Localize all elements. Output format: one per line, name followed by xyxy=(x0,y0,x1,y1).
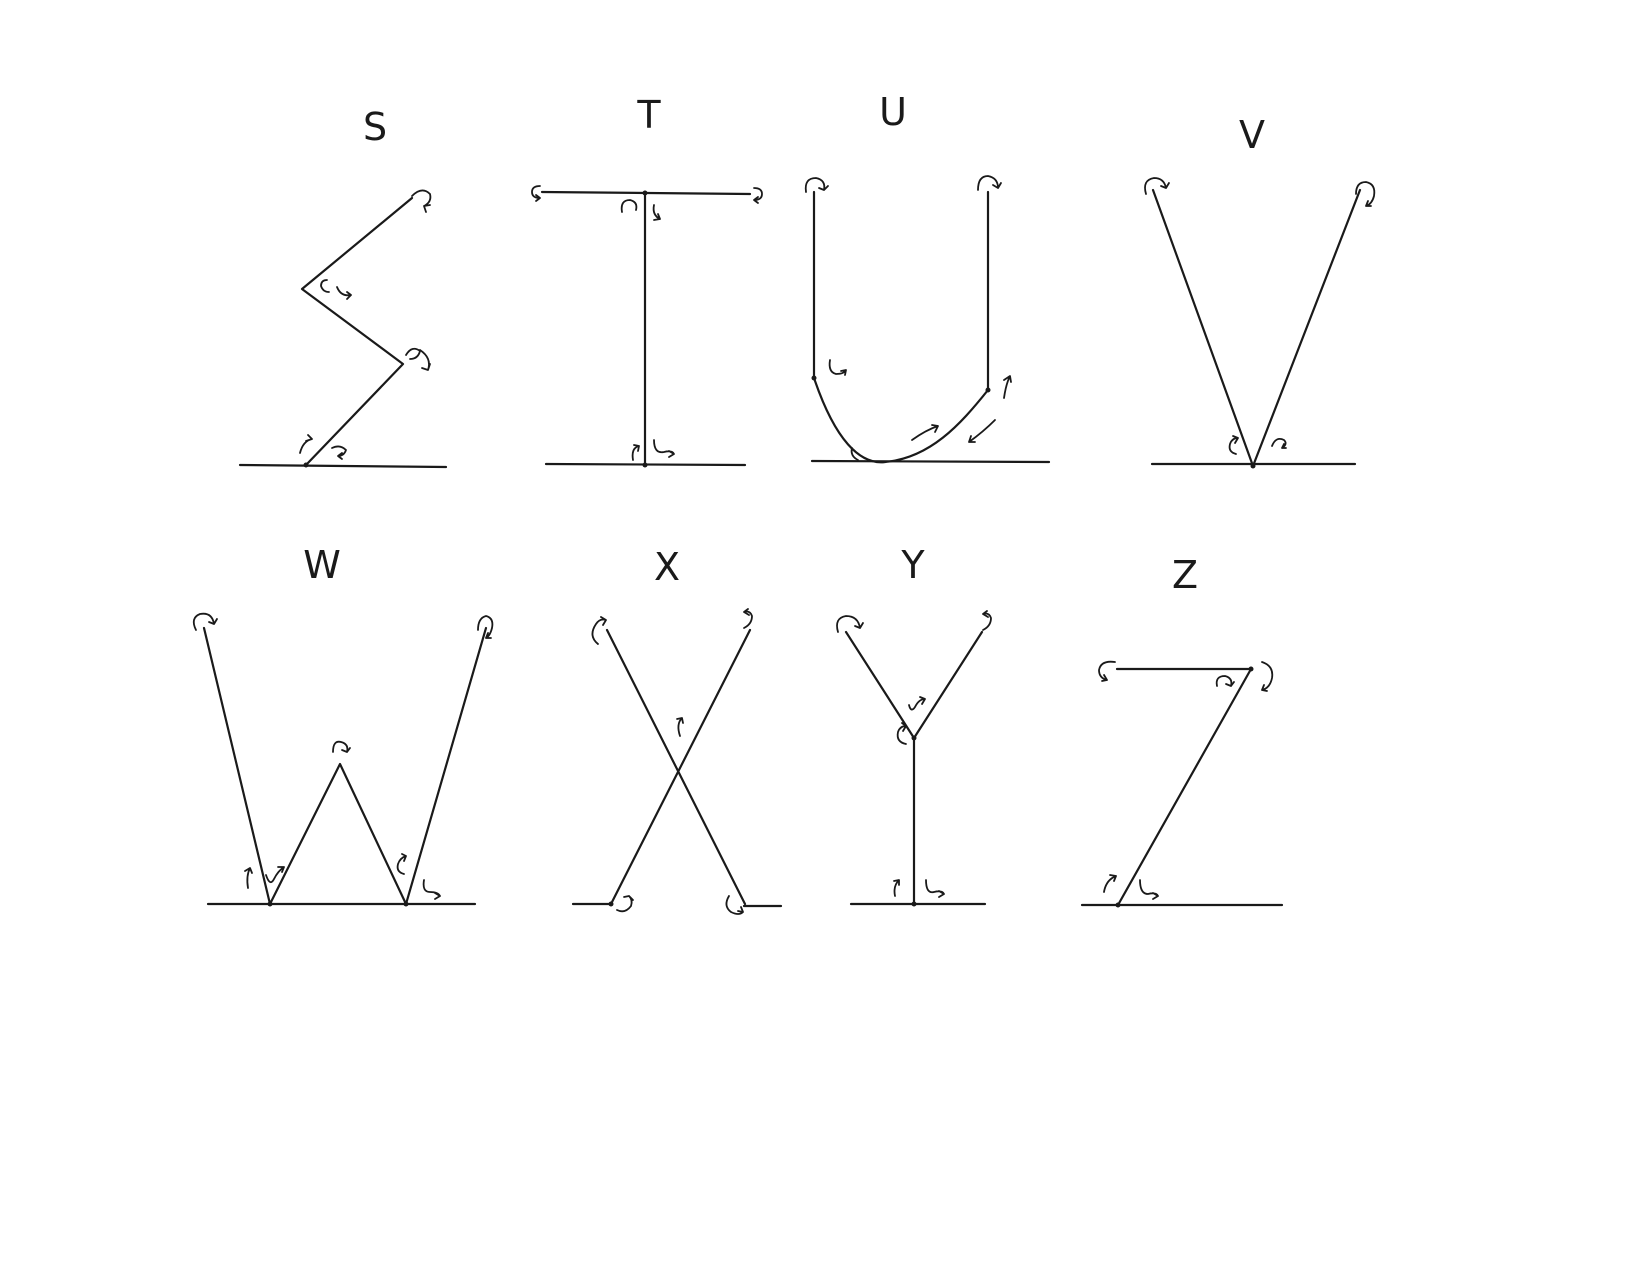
curved-arrow-icon xyxy=(925,879,945,898)
letter-x-label: X xyxy=(654,545,680,589)
curved-arrow-icon xyxy=(411,189,432,213)
curved-arrow-icon xyxy=(1144,177,1170,195)
curved-arrow-icon xyxy=(725,895,744,915)
letter-w-path xyxy=(202,626,488,906)
letter-t-figure: T xyxy=(531,93,763,468)
letter-w-figure: W xyxy=(192,543,494,907)
curved-arrow-icon xyxy=(1355,181,1376,207)
letter-w-rotation-marks xyxy=(192,612,494,900)
letter-s-rotation-marks xyxy=(299,189,432,460)
curved-arrow-icon xyxy=(631,444,640,461)
letter-w-label: W xyxy=(303,543,341,587)
curved-arrow-icon xyxy=(265,866,285,884)
letter-t-rotation-marks xyxy=(531,185,763,461)
curved-arrow-icon xyxy=(405,347,421,360)
curved-arrow-icon xyxy=(652,204,661,221)
curved-arrow-icon xyxy=(1139,879,1159,900)
curved-arrow-icon xyxy=(982,610,992,631)
letter-z-label: Z xyxy=(1172,553,1198,597)
letter-s-path xyxy=(300,196,414,467)
letter-z-path xyxy=(1115,667,1253,907)
letter-x-stroke-up xyxy=(609,628,752,906)
curved-arrow-icon xyxy=(591,616,607,645)
letter-y-label: Y xyxy=(900,543,925,587)
curved-arrow-icon xyxy=(804,177,829,193)
letter-u-rotation-marks xyxy=(804,175,1012,461)
letter-u-path xyxy=(812,190,990,464)
letter-u-baseline xyxy=(810,459,1051,464)
curved-arrow-icon xyxy=(620,199,638,213)
curved-arrow-icon xyxy=(477,615,494,639)
letter-y-figure: Y xyxy=(836,543,992,907)
curved-arrow-icon xyxy=(850,447,859,461)
curved-arrow-icon xyxy=(828,359,847,376)
curved-arrow-icon xyxy=(1103,874,1117,893)
letter-x-stroke-down xyxy=(605,628,747,906)
letter-v-path xyxy=(1151,188,1362,468)
letter-s-baseline xyxy=(238,463,448,469)
letter-v-label: V xyxy=(1239,113,1265,157)
curved-arrow-icon xyxy=(896,722,907,745)
curved-arrow-icon xyxy=(320,279,330,293)
curved-arrow-icon xyxy=(836,615,864,633)
curved-arrow-icon xyxy=(908,696,926,711)
curved-arrow-icon xyxy=(1215,675,1235,687)
curved-arrow-icon xyxy=(653,439,675,458)
letter-y-rotation-marks xyxy=(836,610,992,898)
letter-u-figure: U xyxy=(804,90,1051,464)
curved-arrow-icon xyxy=(244,867,253,889)
curved-arrow-icon xyxy=(1098,660,1116,682)
letter-x-rotation-marks xyxy=(591,608,753,915)
curved-arrow-icon xyxy=(396,853,407,875)
curved-arrow-icon xyxy=(911,424,939,441)
curved-arrow-icon xyxy=(893,879,900,897)
letter-s-figure: S xyxy=(238,105,448,469)
letter-v-rotation-marks xyxy=(1144,177,1376,455)
curved-arrow-icon xyxy=(1003,375,1012,399)
curved-arrow-icon xyxy=(531,185,541,202)
curved-arrow-icon xyxy=(332,740,351,753)
curved-arrow-icon xyxy=(336,286,352,300)
curved-arrow-icon xyxy=(1271,437,1287,449)
letter-z-figure: Z xyxy=(1080,553,1284,908)
curved-arrow-icon xyxy=(192,612,218,631)
curved-arrow-icon xyxy=(419,349,431,371)
curved-arrow-icon xyxy=(422,879,441,900)
letter-x-figure: X xyxy=(571,545,783,915)
letter-v-figure: V xyxy=(1144,113,1376,469)
letter-s-label: S xyxy=(363,105,387,149)
curved-arrow-icon xyxy=(753,187,763,204)
letter-z-rotation-marks xyxy=(1098,660,1274,900)
curved-arrow-icon xyxy=(968,419,996,443)
curved-arrow-icon xyxy=(1228,435,1239,455)
curved-arrow-icon xyxy=(616,895,634,913)
curved-arrow-icon xyxy=(1261,661,1274,692)
curved-arrow-icon xyxy=(331,445,347,460)
curved-arrow-icon xyxy=(299,434,313,454)
curved-arrow-icon xyxy=(676,717,684,737)
curved-arrow-icon xyxy=(743,608,753,629)
curved-arrow-icon xyxy=(977,175,1002,191)
letter-u-label: U xyxy=(879,90,907,134)
letter-t-label: T xyxy=(636,93,661,137)
letter-y-branches xyxy=(844,630,984,740)
